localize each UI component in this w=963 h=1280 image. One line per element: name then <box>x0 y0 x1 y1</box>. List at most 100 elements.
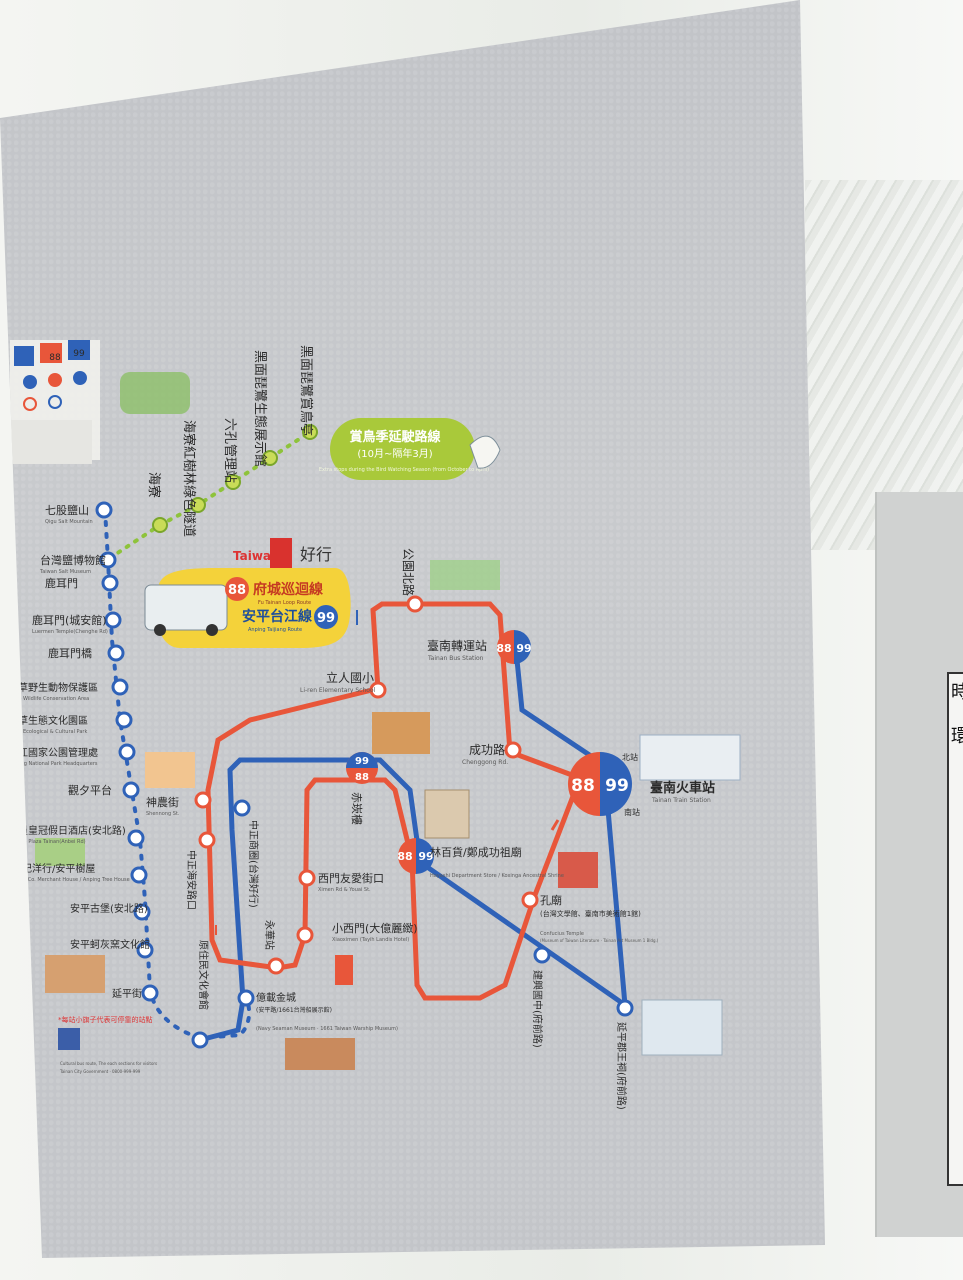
west-stop-7: 台江國家公園管理處 <box>8 746 98 759</box>
west-stop-1: 台灣鹽博物館 <box>40 553 106 567</box>
city-stop-labels: 公園北路 臺南轉運站 Tainan Bus Station 立人國小 Li-re… <box>146 548 715 1110</box>
timetable-char-1: 時 <box>951 682 963 703</box>
footer-line2: Tainan City Government · 0800-999-999 <box>59 1069 141 1074</box>
hub1-88: 88 <box>496 642 511 655</box>
city-stop-12-en: Ximen Rd & Youai St. <box>318 887 371 893</box>
badge-99: 99 <box>317 611 335 626</box>
hub4-99: 99 <box>605 776 629 796</box>
castle-illustration <box>285 1038 355 1070</box>
legend-99: 99 <box>73 349 85 359</box>
bird-stop-2: 黑面琵鷺生態展示館 <box>252 350 268 467</box>
koxinga-illustration <box>641 999 723 1056</box>
city-stop-2: 立人國小 <box>326 670 374 685</box>
city-stop-20-en: (Navy Seaman Museum · 1661 Taiwan Warshi… <box>256 1026 398 1032</box>
birdwatch-route: 黑面琵鷺賞鳥亭 黑面琵鷺生態展示館 六孔管理站 海寮紅樹林綠色隧道 海寮 <box>108 345 318 560</box>
oyster-illustration <box>45 955 105 993</box>
city-stop-16: 永華站 <box>263 920 276 950</box>
west-stop-1-en: Taiwan Salt Museum <box>39 569 91 575</box>
city-stop-19: 億載金城 <box>256 991 296 1004</box>
city-stop-14: 孔廟 <box>540 893 562 907</box>
birdwatch-badge: 賞鳥季延駛路線 (10月~隔年3月) Extra stops during th… <box>319 418 501 480</box>
west-stop-3: 鹿耳門(城安館) <box>32 613 107 627</box>
timetable-char-2: 環 <box>951 726 963 747</box>
city-stop-18: 延平郡王祠(府前路) <box>615 1022 628 1110</box>
city-stop-8: 赤崁樓 <box>350 792 364 825</box>
xiaoximen-icon <box>335 955 353 985</box>
stop-spoonbill-pavilion <box>302 424 318 440</box>
legend: 88 99 <box>10 340 100 464</box>
hub2-99: 99 <box>355 756 369 767</box>
frosted-glass <box>805 180 963 550</box>
hotel-illustration <box>35 838 85 866</box>
route-88-en: Fu Tainan Loop Route <box>258 600 311 606</box>
footer-note: *每站小旗子代表可停靠的站點 <box>58 1015 153 1024</box>
hub2-88: 88 <box>355 772 369 783</box>
west-stop-11: 安平古堡(安北路) <box>70 902 148 915</box>
city-stop-7: 神農街 <box>146 795 179 809</box>
hayashi-illustration <box>424 789 470 839</box>
city-stop-12: 西門友愛街口 <box>318 871 384 885</box>
bird-stop-3: 六孔管理站 <box>222 418 237 483</box>
route-99-en: Anping Taijiang Route <box>248 627 302 633</box>
chihkan-illustration <box>372 712 430 754</box>
city-stops: 88 99 99 88 88 99 88 99 <box>191 595 634 1049</box>
west-stop-3-en: Luermen Temple(Chenghe Rd) <box>32 629 108 635</box>
hub-train-station: 88 99 <box>568 752 632 816</box>
bird-stop-1: 黑面琵鷺賞鳥亭 <box>298 345 314 436</box>
bird-stop-5: 海寮 <box>146 472 162 498</box>
west-stops <box>95 501 159 1002</box>
stop-spoonbill-hall <box>262 450 278 466</box>
hub3-99: 99 <box>418 850 433 863</box>
west-stop-5: 四草野生動物保護區 <box>8 681 98 694</box>
route-88-name: 府城巡迴線 <box>253 581 323 598</box>
qr-code-icon <box>58 1028 80 1050</box>
city-stop-4: 臺南火車站 <box>650 780 715 796</box>
city-stop-10: 中正商圈(台灣好行) <box>247 820 260 908</box>
west-stop-0-en: Qigu Salt Mountain <box>45 519 93 525</box>
west-stop-6: 四草生態文化園區 <box>8 714 88 727</box>
city-stop-1: 臺南轉運站 <box>427 638 487 653</box>
birdwatch-en: Extra stops during the Bird Watching Sea… <box>319 467 489 473</box>
poster-footer: *每站小旗子代表可停靠的站點 Cultural bus route, The e… <box>58 1015 157 1074</box>
west-stop-0: 七股鹽山 <box>45 503 89 517</box>
bus-icon <box>144 584 228 631</box>
west-stop-9: 大員皇冠假日酒店(安北路) <box>8 824 126 837</box>
brand-logo <box>270 538 292 568</box>
city-stop-5: 北站 <box>622 752 638 762</box>
city-stop-7-en: Shennong St. <box>146 811 180 817</box>
west-stop-5-en: Sicao Wildlife Conservation Area <box>8 696 89 702</box>
west-stop-7-en: Taijiang National Park Headquarters <box>7 761 98 767</box>
stop-hailiao <box>152 517 168 533</box>
brand-taiwan: Taiwan <box>233 549 280 563</box>
hub-bus-station: 88 99 <box>496 630 532 664</box>
train-station-illustration <box>639 734 741 781</box>
hub4-88: 88 <box>571 776 595 796</box>
city-stop-1-en: Tainan Bus Station <box>427 655 484 662</box>
city-stop-11: 中正海安路口 <box>185 850 198 910</box>
west-stop-2: 鹿耳門 <box>45 576 78 590</box>
city-stop-9-en: Hayashi Department Store / Koxinga Ances… <box>430 873 564 879</box>
footer-line1: Cultural bus route, The each sections fo… <box>60 1061 157 1066</box>
hub3-88: 88 <box>397 850 412 863</box>
hub-chihkan: 99 88 <box>346 752 378 784</box>
city-stop-15: (台灣文學館、臺南市美術館1館) <box>540 909 641 918</box>
birdwatch-title: 賞鳥季延駛路線 <box>349 429 441 445</box>
city-stop-13-en: Xiaoximen (Tayih Landis Hotel) <box>332 937 409 943</box>
west-stop-8: 觀夕平台 <box>68 783 112 797</box>
stop-hailiao-tunnel <box>190 497 206 513</box>
city-stop-3-en: Chenggong Rd. <box>462 759 508 766</box>
spoonbill-icon <box>469 435 501 469</box>
west-stop-6-en: Sicao Ecological & Cultural Park <box>8 729 87 735</box>
city-stop-0: 公園北路 <box>401 548 416 596</box>
legend-88: 88 <box>49 353 61 363</box>
hub-hayashi: 88 99 <box>397 838 434 874</box>
west-stop-4: 鹿耳門橋 <box>48 646 92 660</box>
city-stop-6: 南站 <box>624 807 640 817</box>
illustrations <box>35 372 741 1070</box>
city-stop-4-en: Tainan Train Station <box>651 797 711 804</box>
west-stop-13: 延平街 <box>112 987 142 1000</box>
stop-liukong <box>225 474 241 490</box>
route-99-name: 安平台江線 <box>242 608 312 625</box>
city-stop-14-en: Confucius Temple <box>540 931 584 937</box>
